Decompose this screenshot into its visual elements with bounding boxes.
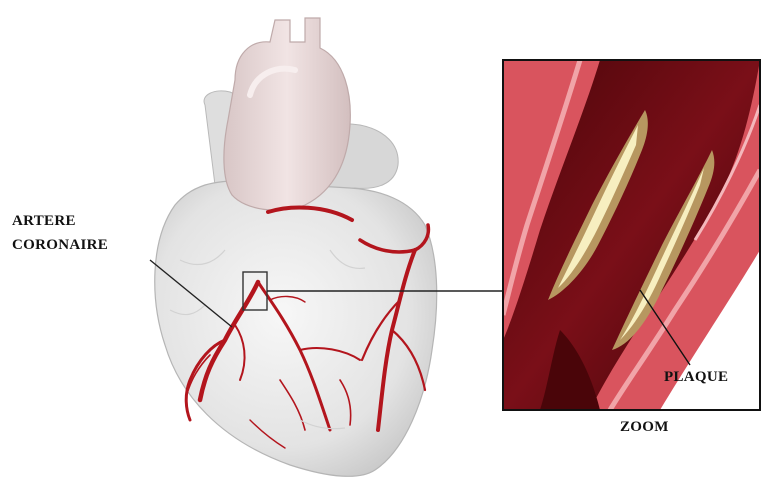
zoom-label: ZOOM <box>620 418 669 436</box>
plaque-label: PLAQUE <box>664 368 728 386</box>
artery-label-line2: CORONAIRE <box>12 236 108 254</box>
artery-cross-section <box>503 60 760 410</box>
heart-illustration <box>155 18 437 476</box>
aorta <box>224 18 350 210</box>
artery-label-line1: ARTERE <box>12 212 76 230</box>
